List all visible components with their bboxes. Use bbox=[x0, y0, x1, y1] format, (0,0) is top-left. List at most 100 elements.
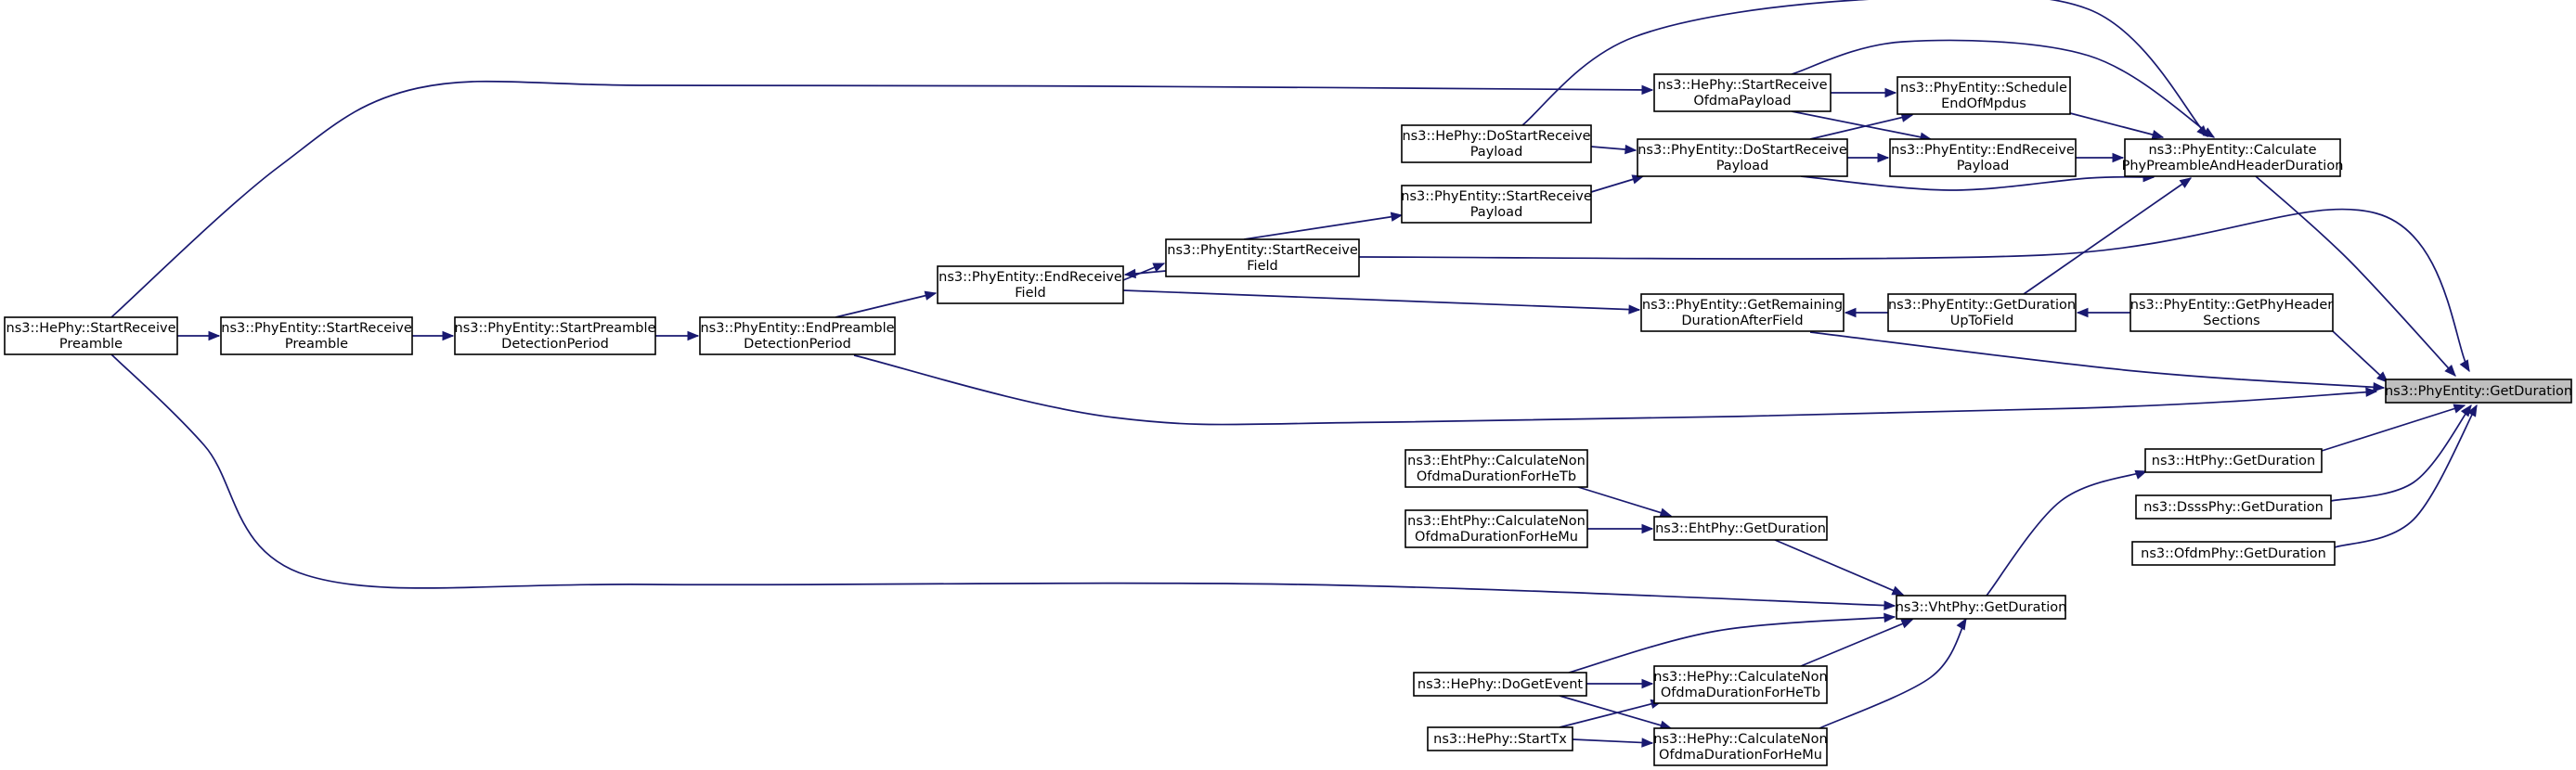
node-label: OfdmaDurationForHeTb bbox=[1417, 469, 1576, 484]
node-box bbox=[1401, 124, 1592, 163]
node-vht_get_duration[interactable]: ns3::VhtPhy::GetDuration bbox=[1896, 595, 2067, 620]
node-label: ns3::PhyEntity::EndPreamble bbox=[700, 321, 894, 336]
node-label: Sections bbox=[2203, 314, 2259, 328]
arrowhead-eht_calc_non_ofdma_hemu-to-eht_get_duration bbox=[1641, 523, 1654, 534]
node-label: ns3::PhyEntity::StartReceive bbox=[1401, 189, 1592, 204]
arrowhead-he_calc_non_ofdma_hemu-to-vht_get_duration bbox=[1956, 617, 1967, 631]
arrowhead-he_do_start_receive_payload-to-do_start_receive_payload bbox=[1625, 144, 1638, 155]
node-he_do_get_event[interactable]: ns3::HePhy::DoGetEvent bbox=[1413, 672, 1587, 697]
edge-he_do_get_event-to-vht_get_duration bbox=[1568, 616, 1896, 674]
node-he_start_tx[interactable]: ns3::HePhy::StartTx bbox=[1427, 726, 1573, 751]
arrowhead-he_start_receive_preamble-to-vht_get_duration bbox=[1883, 600, 1896, 610]
node-label: PhyPreambleAndHeaderDuration bbox=[2122, 159, 2344, 173]
node-label: EndOfMpdus bbox=[1941, 96, 2026, 111]
node-start_preamble_detection[interactable]: ns3::PhyEntity::StartPreambleDetectionPe… bbox=[454, 316, 656, 355]
arrowhead-he_start_receive_preamble-to-start_receive_preamble bbox=[208, 330, 221, 341]
node-dsss_get_duration[interactable]: ns3::DsssPhy::GetDuration bbox=[2135, 494, 2332, 520]
arrowhead-get_duration_up_to_field-to-calc_preamble bbox=[2179, 177, 2193, 188]
node-box bbox=[1637, 138, 1848, 177]
arrowhead-get_duration_up_to_field-to-get_remaining bbox=[1844, 307, 1857, 318]
edge-start_receive_field-to-start_receive_payload bbox=[1243, 214, 1403, 240]
node-label: ns3::HePhy::CalculateNon bbox=[1653, 670, 1827, 685]
node-ofdm_get_duration[interactable]: ns3::OfdmPhy::GetDuration bbox=[2131, 541, 2336, 566]
edge-ofdm_get_duration-to-get_duration bbox=[2334, 404, 2478, 548]
edge-schedule_end_of_mpdus-to-calc_preamble bbox=[2069, 112, 2164, 138]
node-box bbox=[1896, 76, 2071, 115]
node-eht_get_duration[interactable]: ns3::EhtPhy::GetDuration bbox=[1653, 516, 1828, 541]
node-box bbox=[2129, 293, 2334, 332]
edge-get_phy_header_sections-to-get_duration bbox=[2332, 330, 2388, 383]
node-box bbox=[1887, 293, 2077, 332]
node-box bbox=[699, 316, 896, 355]
node-box bbox=[2135, 494, 2332, 520]
node-label: ns3::PhyEntity::StartReceive bbox=[221, 321, 412, 336]
arrowhead-he_calc_non_ofdma_hetb-to-vht_get_duration bbox=[1900, 619, 1914, 629]
arrowhead-start_receive_field-to-get_duration bbox=[2459, 359, 2470, 373]
node-calc_preamble[interactable]: ns3::PhyEntity::CalculatePhyPreambleAndH… bbox=[2122, 138, 2344, 177]
arrowhead-he_do_get_event-to-he_calc_non_ofdma_hetb bbox=[1641, 678, 1654, 689]
node-label: Payload bbox=[1957, 159, 2010, 173]
node-label: ns3::EhtPhy::CalculateNon bbox=[1407, 454, 1586, 468]
node-label: ns3::PhyEntity::EndReceive bbox=[1891, 143, 2075, 158]
arrowhead-end_preamble_detection-to-get_duration bbox=[2365, 387, 2378, 397]
node-label: ns3::PhyEntity::StartPreamble bbox=[455, 321, 656, 336]
arrowhead-he_start_receive_ofdma-to-schedule_end_of_mpdus bbox=[1884, 87, 1897, 98]
node-box bbox=[1405, 509, 1588, 548]
edge-he_start_receive_ofdma-to-end_receive_payload bbox=[1791, 110, 1932, 140]
node-label: Preamble bbox=[285, 337, 348, 352]
arrowhead-start_preamble_detection-to-end_preamble_detection bbox=[687, 330, 700, 341]
node-label: ns3::PhyEntity::GetDuration bbox=[2385, 384, 2572, 399]
node-box bbox=[1653, 665, 1828, 704]
node-box bbox=[1653, 727, 1828, 766]
node-eht_calc_non_ofdma_hemu[interactable]: ns3::EhtPhy::CalculateNonOfdmaDurationFo… bbox=[1405, 509, 1588, 548]
node-label: Payload bbox=[1716, 159, 1769, 173]
edge-get_duration_up_to_field-to-calc_preamble bbox=[2023, 177, 2192, 295]
node-label: ns3::VhtPhy::GetDuration bbox=[1896, 600, 2067, 615]
node-end_preamble_detection[interactable]: ns3::PhyEntity::EndPreambleDetectionPeri… bbox=[699, 316, 896, 355]
node-box bbox=[1427, 726, 1573, 751]
arrowhead-end_preamble_detection-to-end_receive_field bbox=[924, 290, 938, 301]
node-label: ns3::PhyEntity::StartReceive bbox=[1167, 243, 1358, 258]
arrowhead-start_receive_preamble-to-start_preamble_detection bbox=[442, 330, 455, 341]
arrowhead-vht_get_duration-to-ht_get_duration bbox=[2134, 469, 2148, 480]
node-ht_get_duration[interactable]: ns3::HtPhy::GetDuration bbox=[2144, 448, 2323, 473]
edge-eht_calc_non_ofdma_hetb-to-eht_get_duration bbox=[1577, 486, 1672, 517]
node-label: ns3::PhyEntity::GetPhyHeader bbox=[2130, 298, 2333, 313]
arrowhead-eht_calc_non_ofdma_hetb-to-eht_get_duration bbox=[1659, 507, 1673, 518]
node-box bbox=[2131, 541, 2336, 566]
node-box bbox=[2385, 379, 2572, 404]
node-box bbox=[1653, 73, 1832, 112]
node-label: ns3::EhtPhy::GetDuration bbox=[1655, 521, 1826, 536]
node-eht_calc_non_ofdma_hetb[interactable]: ns3::EhtPhy::CalculateNonOfdmaDurationFo… bbox=[1405, 449, 1588, 488]
arrowhead-get_remaining-to-get_duration bbox=[2373, 381, 2386, 392]
node-box bbox=[1653, 516, 1828, 541]
node-get_duration[interactable]: ns3::PhyEntity::GetDuration bbox=[2385, 379, 2572, 404]
node-label: OfdmaDurationForHeMu bbox=[1415, 530, 1578, 545]
node-label: ns3::PhyEntity::Schedule bbox=[1900, 81, 2067, 96]
arrowhead-calc_preamble-to-get_duration bbox=[2444, 364, 2456, 377]
node-box bbox=[454, 316, 656, 355]
node-get_remaining[interactable]: ns3::PhyEntity::GetRemainingDurationAfte… bbox=[1640, 293, 1845, 332]
node-label: OfdmaDurationForHeMu bbox=[1659, 748, 1822, 763]
node-he_calc_non_ofdma_hetb[interactable]: ns3::HePhy::CalculateNonOfdmaDurationFor… bbox=[1653, 665, 1828, 704]
node-label: ns3::PhyEntity::EndReceive bbox=[938, 270, 1122, 285]
node-label: ns3::HtPhy::GetDuration bbox=[2152, 454, 2315, 468]
node-he_calc_non_ofdma_hemu[interactable]: ns3::HePhy::CalculateNonOfdmaDurationFor… bbox=[1653, 727, 1828, 766]
arrowhead-get_phy_header_sections-to-get_duration_up_to_field bbox=[2076, 307, 2089, 318]
node-label: UpToField bbox=[1950, 314, 2014, 328]
edge-he_start_receive_preamble-to-he_start_receive_ofdma bbox=[110, 80, 1653, 318]
node-label: ns3::DsssPhy::GetDuration bbox=[2143, 500, 2324, 515]
